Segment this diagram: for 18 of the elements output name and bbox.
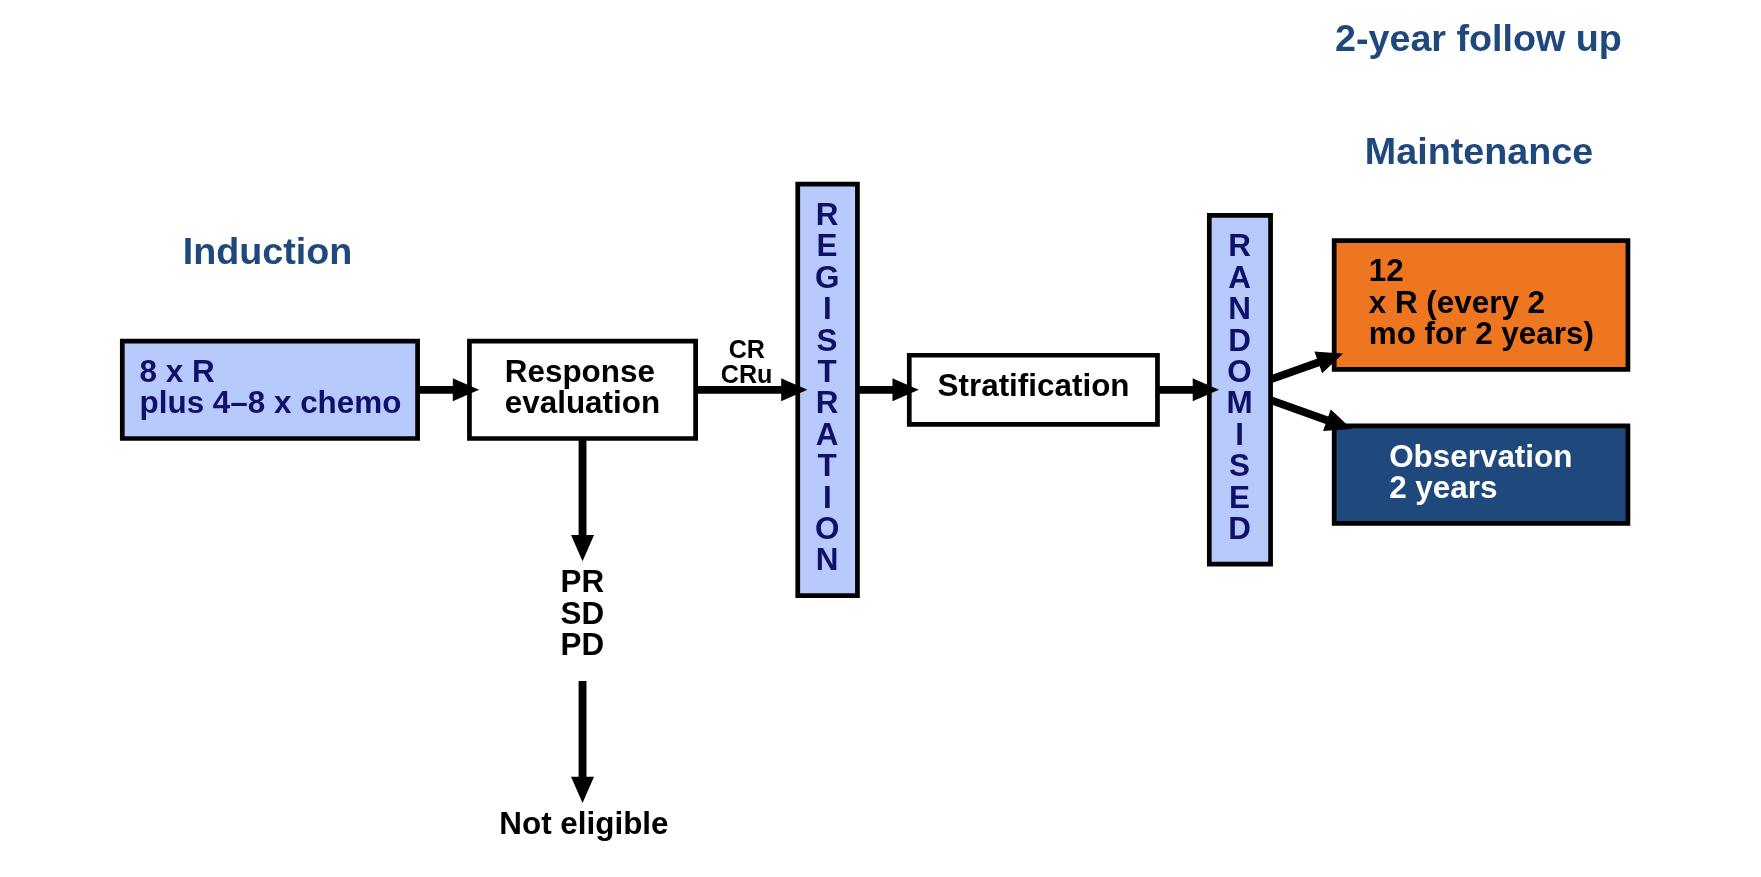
node-box: REGISTRATION [794, 181, 860, 598]
node-text: Not eligible [498, 806, 669, 842]
node-text: PR SD PD [560, 564, 604, 663]
node-box: Response evaluation [466, 338, 698, 441]
label: Maintenance [1364, 129, 1593, 172]
arrow [570, 439, 594, 562]
label: Induction [182, 230, 352, 273]
edge-label: CR CRu [720, 335, 772, 389]
arrow [1157, 378, 1219, 402]
node-box: RANDOMISED [1206, 213, 1273, 567]
arrow [695, 378, 807, 402]
node-box: 8 x R plus 4–8 x chemo [119, 338, 420, 441]
arrow [857, 378, 919, 402]
node-box: Observation 2 years [1331, 423, 1630, 526]
label: 2-year follow up [1334, 16, 1622, 59]
arrow [417, 378, 479, 402]
node-box: 12 x R (every 2 mo for 2 years) [1331, 238, 1630, 372]
node-box: Stratification [906, 352, 1160, 427]
